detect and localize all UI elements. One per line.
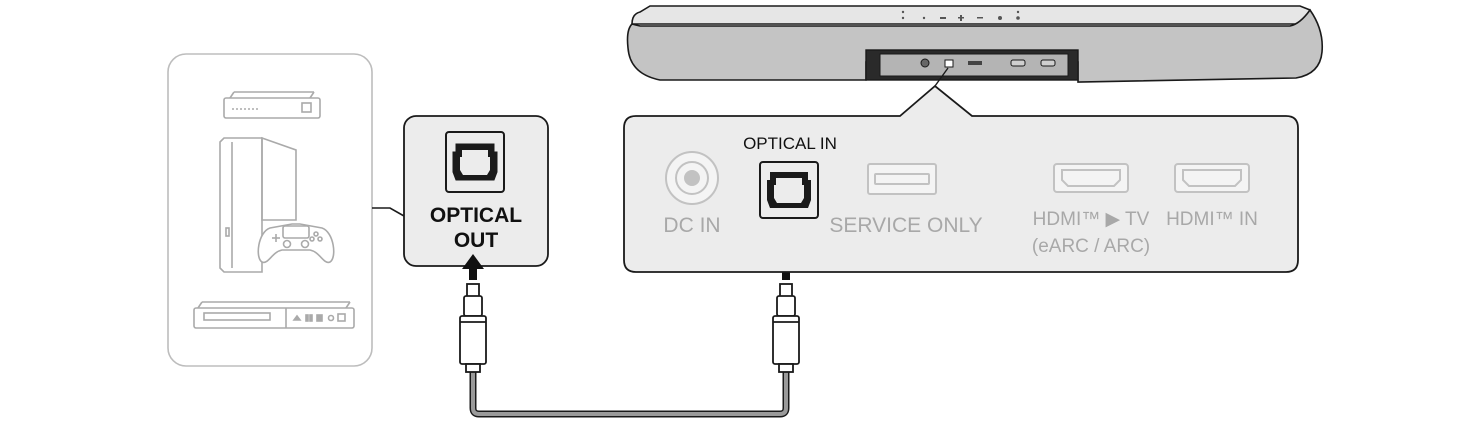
source-devices-group [167, 53, 405, 367]
cable-line [469, 372, 790, 418]
hdmi-tv-port-icon [1053, 163, 1129, 193]
hdmi-in-port-icon [1174, 163, 1250, 193]
soundbar-icon [626, 5, 1324, 83]
hdmi-tv-label-line1: HDMI™ ▶ TV [1033, 209, 1150, 230]
game-console-icon [219, 136, 297, 273]
dc-in-port-icon [665, 151, 719, 205]
gamepad-icon [257, 223, 335, 264]
arrow-up-icon [462, 254, 484, 280]
blu-ray-player-icon [193, 301, 355, 329]
optical-out-port-icon [445, 131, 505, 193]
service-only-label: SERVICE ONLY [829, 214, 982, 237]
hdmi-in-label: HDMI™ IN [1166, 209, 1258, 230]
optical-out-callout: OPTICAL OUT [403, 115, 549, 267]
optical-out-label-line2: OUT [454, 229, 499, 252]
soundbar-port-panel [623, 84, 1299, 273]
dc-in-label: DC IN [663, 214, 720, 237]
usb-port-icon [867, 163, 937, 195]
optical-out-label-line1: OPTICAL [430, 204, 522, 227]
optical-cable [459, 254, 800, 418]
set-top-box-icon [223, 91, 321, 119]
source-devices-frame [167, 53, 373, 367]
optical-plug-right-icon [772, 283, 800, 373]
hdmi-tv-label-line2: (eARC / ARC) [1032, 236, 1150, 257]
optical-plug-left-icon [459, 283, 487, 373]
soundbar-port-callout: DC IN OPTICAL IN SERVICE ONLY HDMI™ ▶ TV… [623, 67, 1299, 273]
optical-in-port-icon [759, 161, 819, 219]
optical-in-label: OPTICAL IN [743, 134, 837, 153]
callout-connector-left [372, 207, 405, 217]
